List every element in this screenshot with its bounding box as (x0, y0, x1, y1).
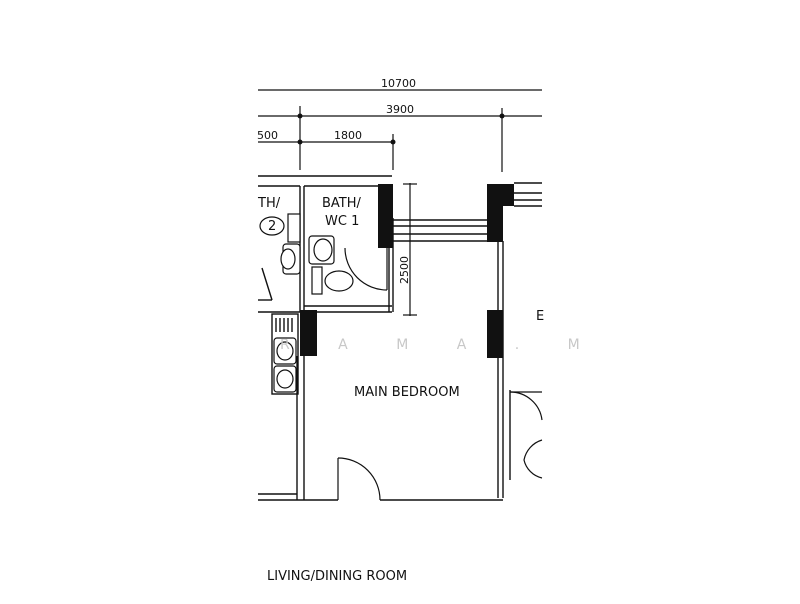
dim-bedroom-span-label: 3900 (386, 103, 414, 116)
doors (337, 247, 543, 501)
room-label-living-dining: LIVING/DINING ROOM (267, 569, 407, 584)
room-label-bath1-line1: BATH/ (322, 196, 362, 211)
column-bedroom-right (487, 310, 503, 358)
wc-tank-bath1 (311, 266, 323, 295)
kitchen-counter (271, 313, 299, 395)
dim-dot (297, 113, 303, 119)
basin-bowl-bath1 (313, 238, 333, 262)
column-bedroom-left (300, 310, 317, 356)
column-top-right (487, 184, 503, 242)
sink-2-bowl (276, 369, 294, 389)
dim-overall-label: 10700 (381, 77, 416, 90)
dimension-dots (297, 113, 505, 145)
door-swing-right-room-2 (523, 439, 543, 479)
room-label-partial: E (536, 309, 544, 324)
dim-bath-depth-label: 2500 (398, 256, 411, 284)
room-label-bath1-line2: WC 1 (325, 214, 359, 229)
dim-bath-width-label: 1800 (334, 129, 362, 142)
wall-bath2-fixture-edge (261, 267, 273, 301)
room-label-bath2-line2: 2 (268, 219, 276, 234)
room-label-main-bedroom: MAIN BEDROOM (354, 385, 460, 400)
dim-dot (390, 139, 396, 145)
column-bath1 (378, 184, 393, 248)
column-top-right-cap (501, 184, 514, 206)
door-swing-bath1 (344, 247, 388, 291)
dim-dot (499, 113, 505, 119)
columns (300, 184, 514, 358)
wc-bowl-bath2 (259, 216, 285, 236)
dim-partial-left-label: 500 (257, 129, 278, 142)
room-label-bath2-line1: TH/ (257, 196, 281, 211)
sink-1-bowl (276, 341, 294, 361)
dimension-lines (258, 89, 542, 316)
wc-bowl-bath1 (324, 270, 354, 292)
fixtures (259, 213, 354, 393)
dim-dot (297, 139, 303, 145)
door-swing-bedroom (337, 457, 381, 501)
basin-bowl-bath2 (280, 248, 296, 270)
watermark: R A M A . M (280, 337, 602, 353)
wc-tank-bath2 (287, 213, 301, 243)
door-swing-right-room (509, 391, 543, 421)
